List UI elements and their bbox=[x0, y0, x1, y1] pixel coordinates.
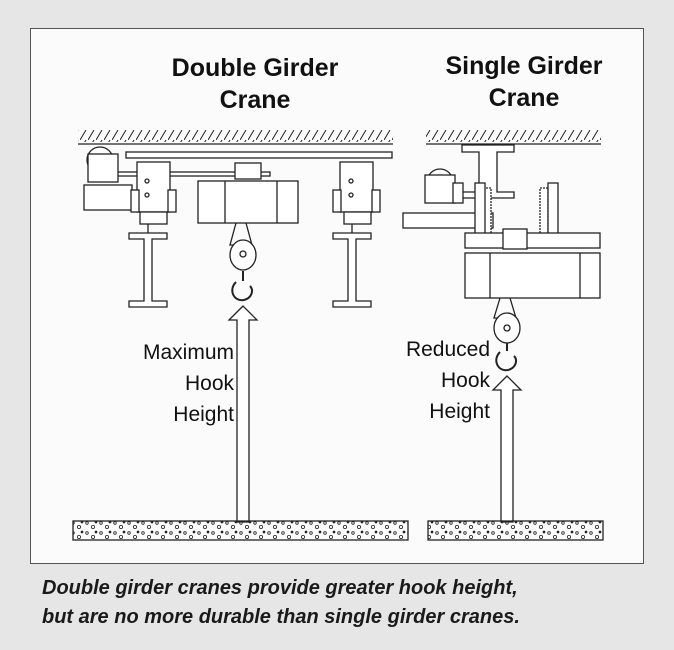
reduced-hook-height-label: Reduced Hook Height bbox=[360, 334, 490, 427]
label-line: Maximum bbox=[142, 341, 234, 364]
label-line: Hook bbox=[440, 369, 490, 392]
double-girder-title: Double Girder Crane bbox=[145, 52, 365, 116]
label-line: Height bbox=[429, 400, 490, 423]
hook-block bbox=[229, 239, 257, 271]
motor bbox=[424, 174, 456, 204]
floor bbox=[427, 520, 604, 541]
label-line: Height bbox=[173, 403, 234, 426]
ceiling-hatch bbox=[78, 130, 393, 142]
hoist bbox=[197, 180, 299, 224]
reduced-hook-height-arrow bbox=[491, 375, 523, 523]
maximum-hook-height-label: Maximum Hook Height bbox=[100, 337, 234, 430]
end-truck-right bbox=[339, 161, 374, 213]
end-truck-left bbox=[136, 161, 171, 213]
floor bbox=[72, 520, 409, 541]
hook-icon bbox=[495, 343, 517, 372]
title-line: Double Girder bbox=[171, 54, 339, 82]
girder-left bbox=[128, 232, 168, 308]
double-girder-crane bbox=[72, 130, 409, 541]
girder-right bbox=[332, 232, 372, 308]
single-girder-crane bbox=[402, 130, 604, 541]
title-line: Crane bbox=[219, 86, 291, 114]
title-line: Crane bbox=[488, 84, 560, 112]
single-girder-title: Single Girder Crane bbox=[414, 50, 634, 114]
motor-base bbox=[83, 184, 133, 211]
hook-icon bbox=[231, 271, 253, 302]
label-line: Reduced bbox=[405, 338, 490, 361]
label-line: Hook bbox=[184, 372, 234, 395]
caption-line: but are no more durable than single gird… bbox=[42, 606, 520, 628]
caption-line: Double girder cranes provide greater hoo… bbox=[42, 577, 518, 599]
hoist bbox=[464, 252, 601, 299]
single-girder bbox=[461, 144, 515, 199]
title-line: Single Girder bbox=[445, 52, 603, 80]
caption: Double girder cranes provide greater hoo… bbox=[42, 574, 662, 632]
